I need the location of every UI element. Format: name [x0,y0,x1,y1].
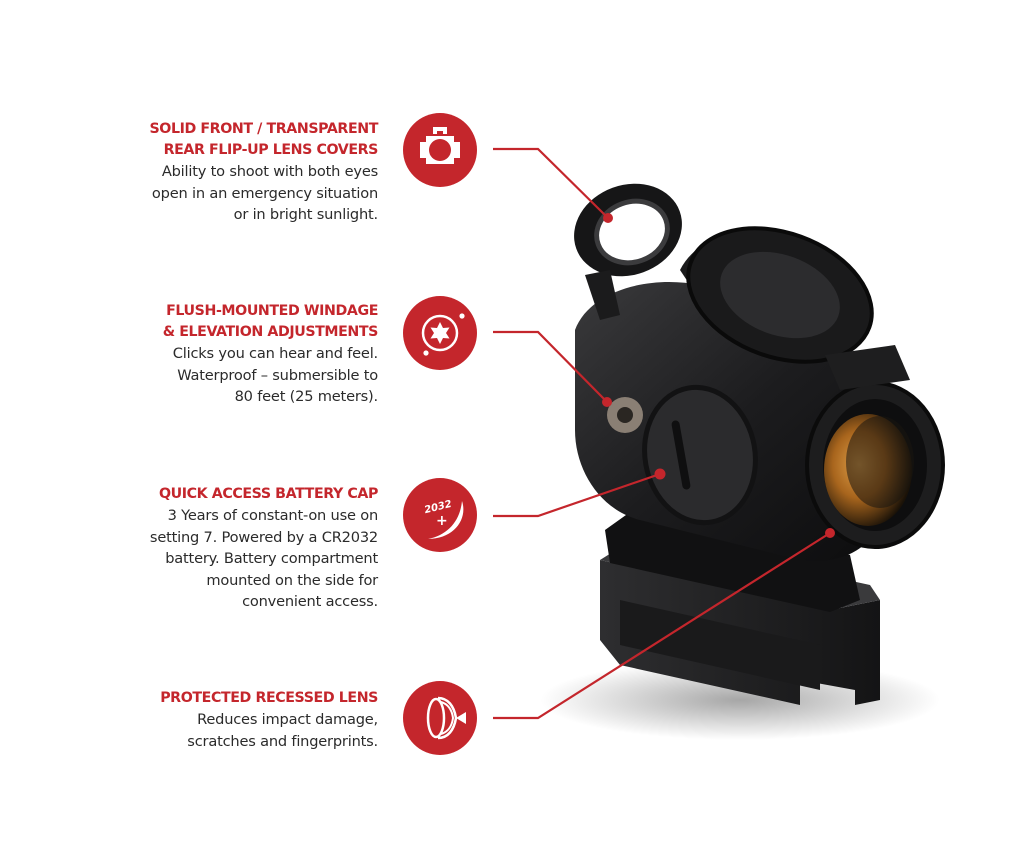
feature-lens-covers: SOLID FRONT / TRANSPARENT REAR FLIP-UP L… [149,119,378,226]
battery-2032-icon: 2032 + [402,477,478,553]
feature-description: 3 Years of constant-on use on setting 7.… [149,507,378,610]
feature-windage-elevation: FLUSH-MOUNTED WINDAGE & ELEVATION ADJUST… [162,301,379,408]
feature-title: FLUSH-MOUNTED WINDAGE & ELEVATION ADJUST… [162,303,379,340]
feature-description: Ability to shoot with both eyes open in … [151,163,378,223]
lens-cover-icon [402,112,478,188]
feature-recessed-lens: PROTECTED RECESSED LENS Reduces impact d… [160,688,378,752]
feature-description: Clicks you can hear and feel. Waterproof… [172,345,378,405]
svg-text:+: + [436,513,448,529]
recessed-lens-icon [402,680,478,756]
feature-battery-cap: QUICK ACCESS BATTERY CAP 3 Years of cons… [150,484,378,613]
feature-title: PROTECTED RECESSED LENS [160,690,378,706]
torx-adjustment-icon [402,295,478,371]
feature-title: SOLID FRONT / TRANSPARENT REAR FLIP-UP L… [149,121,378,158]
feature-title: QUICK ACCESS BATTERY CAP [158,486,378,502]
feature-description: Reduces impact damage, scratches and fin… [187,711,378,750]
